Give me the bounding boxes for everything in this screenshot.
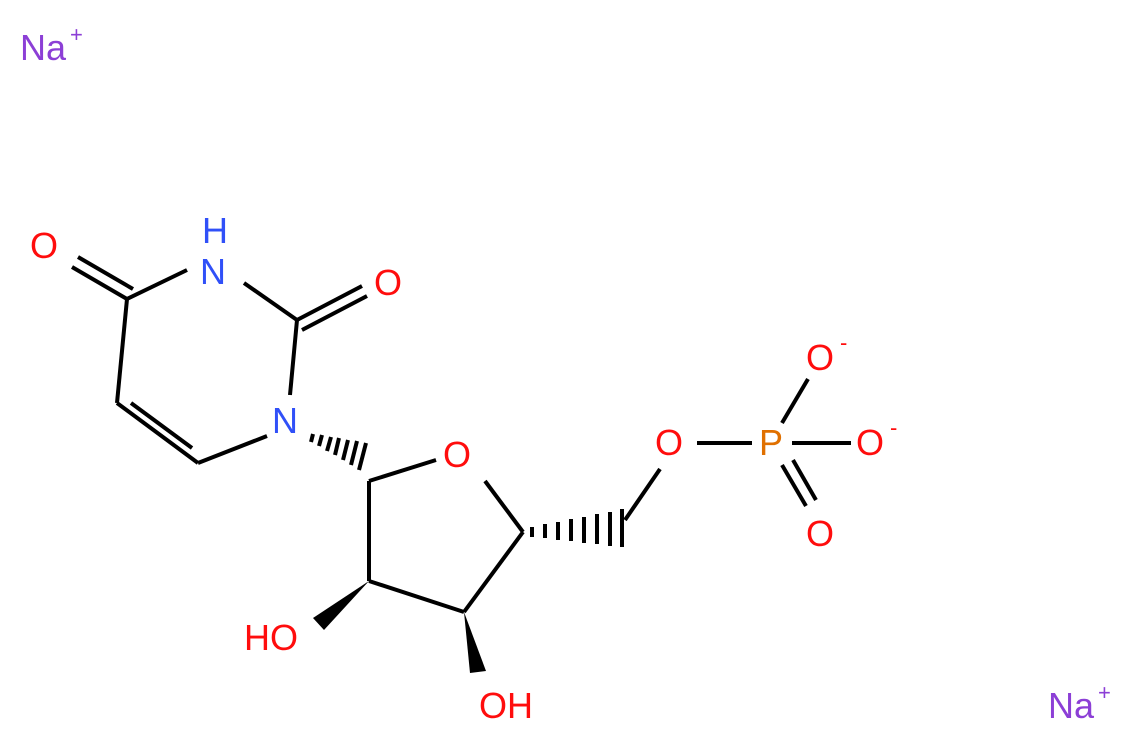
sodium-ion-bottom: Na +: [1048, 680, 1111, 726]
bond-c6-c5-double-a: [115, 401, 200, 465]
bond-c3prime-oh-wedge: [464, 612, 486, 673]
bond-n1-c6: [197, 434, 268, 465]
bond-c5-c4: [115, 298, 129, 404]
bond-n1-c1prime-hashed: [309, 433, 368, 471]
atom-labels: Na + O H N O N O O P O - O - O HO OH Na: [20, 22, 1111, 726]
bond-c2-o-double-a: [296, 284, 363, 322]
sodium-charge-top: +: [70, 22, 83, 47]
bond-c4-o-double-a: [70, 265, 129, 301]
sodium-ion-top: Na +: [20, 22, 83, 68]
hydrogen-n3-label: H: [202, 210, 228, 251]
oxygen-phosphate-top-label: O: [806, 337, 834, 378]
phosphorus-label: P: [759, 422, 783, 463]
oxygen-c2-label: O: [374, 262, 402, 303]
bonds: [70, 255, 851, 673]
bond-n3-c2: [242, 281, 299, 322]
bond-c2-n1: [288, 319, 299, 396]
hydroxyl-3prime-label: OH: [479, 685, 533, 726]
oxygen-phosphate-top-charge: -: [840, 330, 847, 355]
bond-p-o-top: [780, 377, 810, 425]
bond-c3prime-c4prime: [462, 530, 525, 614]
oxygen-5prime-label: O: [655, 422, 683, 463]
sodium-charge-bottom: +: [1098, 680, 1111, 705]
bond-p-o-double-a: [780, 463, 808, 508]
bond-c5prime-o5prime: [623, 467, 662, 522]
hydroxyl-2prime-label: HO: [244, 617, 298, 658]
bond-c1prime-oring: [368, 458, 437, 483]
oxygen-ring-label: O: [443, 434, 471, 475]
sodium-label-bottom: Na: [1048, 685, 1095, 726]
bond-c4-n3: [126, 268, 188, 301]
bond-c4prime-c5prime-hashed: [530, 509, 624, 547]
oxygen-c4-label: O: [30, 225, 58, 266]
bond-oring-c4prime: [483, 479, 525, 534]
bond-p-o-double-b: [791, 459, 818, 501]
sodium-label-top: Na: [20, 27, 67, 68]
bond-c4-o-double-b: [76, 255, 135, 291]
nitrogen-n1-label: N: [272, 400, 298, 441]
oxygen-phosphate-double-label: O: [806, 513, 834, 554]
bond-c2-o-double-b: [301, 294, 368, 332]
oxygen-phosphate-right-charge: -: [890, 415, 897, 440]
nitrogen-n3-label: N: [200, 251, 226, 292]
bond-c2prime-oh-wedge: [313, 581, 369, 630]
bond-c6-c5-double-b: [129, 401, 194, 450]
oxygen-phosphate-right-label: O: [856, 422, 884, 463]
bond-c2prime-c3prime: [368, 579, 465, 614]
